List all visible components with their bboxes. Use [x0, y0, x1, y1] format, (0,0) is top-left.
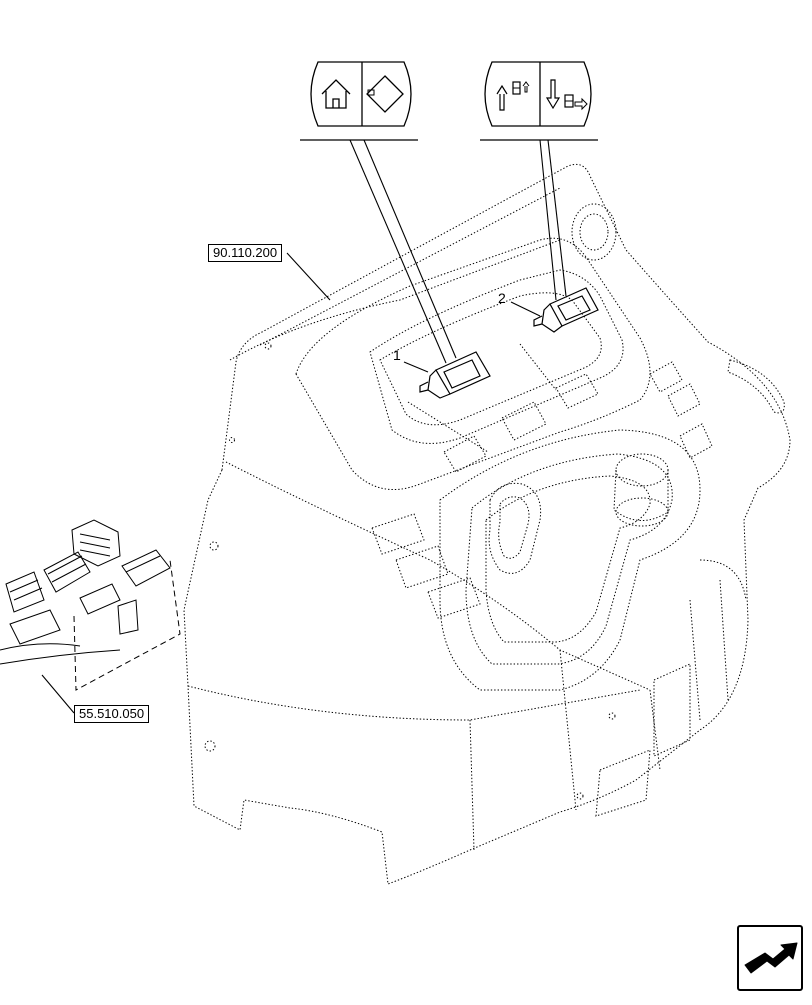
next-page-arrow-icon	[744, 942, 798, 976]
arrow-down-block-icon	[545, 79, 588, 111]
callout-1: 1	[393, 347, 401, 363]
callout-2: 2	[498, 290, 506, 306]
next-page-button[interactable]	[737, 925, 803, 991]
switch-2-symbol-panel	[484, 61, 592, 127]
switch-1-symbol-panel	[310, 61, 412, 127]
console-housing	[183, 163, 791, 885]
home-house-icon	[321, 79, 351, 109]
switch-2	[533, 287, 599, 333]
leader-lines	[41, 139, 567, 714]
harness-connectors	[0, 519, 171, 665]
harness-bracket-outline	[73, 559, 181, 691]
arrow-up-block-icon	[496, 81, 530, 111]
reference-label-wiring-harness[interactable]: 55.510.050	[74, 705, 150, 723]
diamond-signal-icon	[366, 75, 404, 113]
switch-1	[419, 351, 491, 399]
reference-label-cab-panel[interactable]: 90.110.200	[208, 244, 283, 262]
